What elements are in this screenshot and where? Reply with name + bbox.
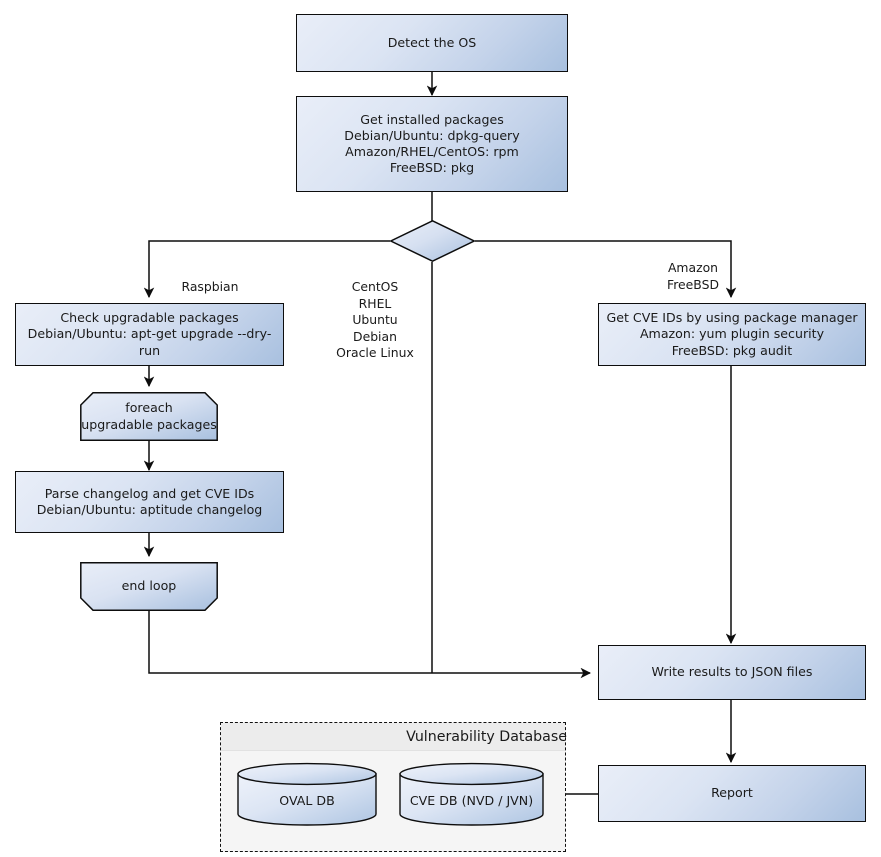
node-detect-the-os[interactable]: Detect the OS	[296, 14, 568, 72]
node-oval-db[interactable]: OVAL DB	[237, 762, 377, 826]
vulnerability-database-group: Vulnerability Database	[220, 722, 567, 852]
node-write-results-label: Write results to JSON files	[651, 664, 813, 680]
node-foreach-loop-start[interactable]: foreach upgradable packages	[80, 392, 218, 441]
node-get-installed-packages-label: Get installed packages Debian/Ubuntu: dp…	[344, 111, 520, 176]
edge-decision-right	[475, 240, 737, 299]
node-parse-changelog-label: Parse changelog and get CVE IDs Debian/U…	[36, 485, 263, 517]
node-check-upgradable-packages[interactable]: Check upgradable packages Debian/Ubuntu:…	[15, 303, 284, 366]
node-oval-db-label: OVAL DB	[279, 792, 335, 808]
node-report[interactable]: Report	[598, 765, 866, 822]
node-foreach-loop-start-label: foreach upgradable packages	[81, 400, 217, 432]
node-report-label: Report	[711, 785, 753, 801]
node-end-loop[interactable]: end loop	[80, 562, 218, 611]
branch-label-center-text: CentOS RHEL Ubuntu Debian Oracle Linux	[336, 279, 414, 360]
node-write-results[interactable]: Write results to JSON files	[598, 645, 866, 700]
vulnerability-database-title: Vulnerability Database	[406, 728, 567, 745]
node-cve-db[interactable]: CVE DB (NVD / JVN)	[399, 762, 544, 826]
node-get-cve-ids-label: Get CVE IDs by using package manager Ama…	[606, 310, 858, 358]
vulnerability-database-header: Vulnerability Database	[221, 723, 567, 751]
node-detect-the-os-label: Detect the OS	[387, 34, 477, 50]
edge-decision-left	[143, 240, 390, 299]
branch-label-left: Raspbian	[150, 263, 270, 296]
branch-label-right-text: Amazon FreeBSD	[667, 260, 719, 292]
branch-label-right: Amazon FreeBSD	[633, 244, 753, 293]
node-get-cve-ids[interactable]: Get CVE IDs by using package manager Ama…	[598, 303, 866, 366]
branch-label-center: CentOS RHEL Ubuntu Debian Oracle Linux	[315, 263, 435, 361]
node-get-installed-packages[interactable]: Get installed packages Debian/Ubuntu: dp…	[296, 96, 568, 192]
node-cve-db-label: CVE DB (NVD / JVN)	[409, 792, 534, 808]
branch-label-left-text: Raspbian	[181, 279, 239, 295]
node-os-decision-label	[390, 220, 475, 262]
node-end-loop-label: end loop	[121, 578, 177, 594]
node-parse-changelog[interactable]: Parse changelog and get CVE IDs Debian/U…	[15, 471, 284, 533]
node-os-decision[interactable]	[389, 219, 476, 263]
node-check-upgradable-packages-label: Check upgradable packages Debian/Ubuntu:…	[27, 310, 272, 358]
edge-endloop-to-write	[148, 611, 592, 679]
